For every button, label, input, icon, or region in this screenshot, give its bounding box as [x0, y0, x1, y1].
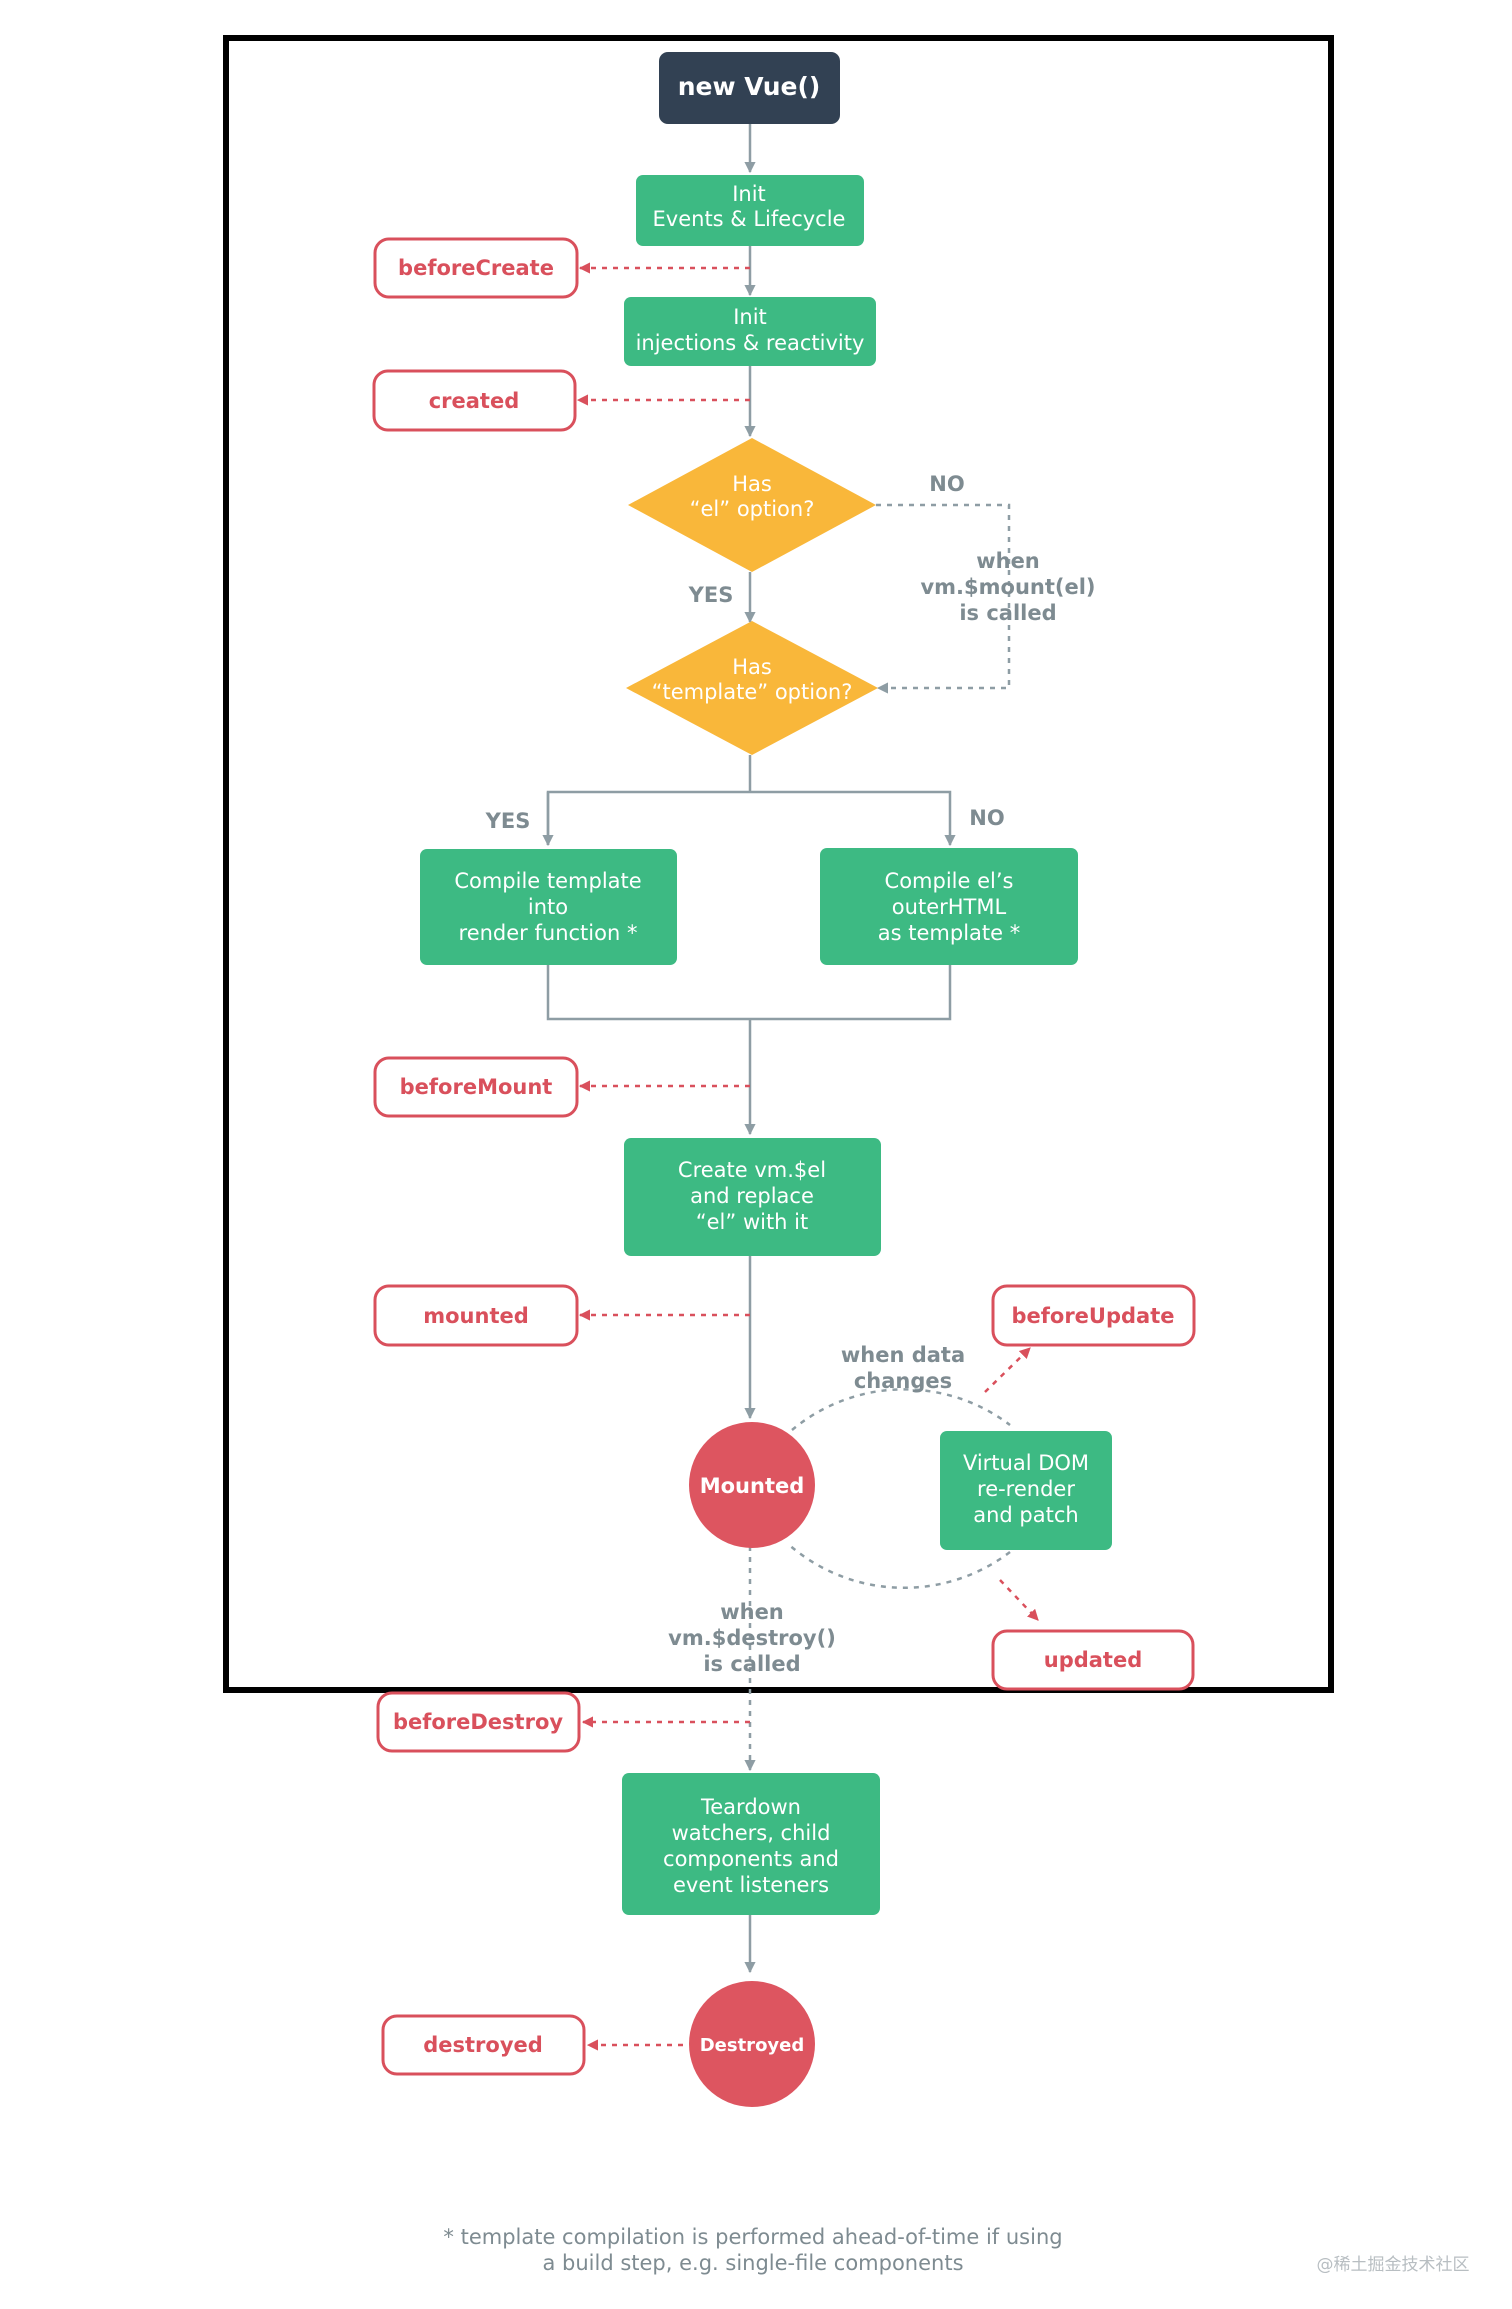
label-no-el: NO [929, 472, 964, 496]
teardown-line-4: event listeners [673, 1873, 829, 1897]
compile-template-line-2: into [528, 895, 568, 919]
label-yes-template: YES [485, 809, 531, 833]
hook-mounted: mounted [373, 1284, 579, 1347]
compile-el-line-1: Compile el’s [885, 869, 1014, 893]
label-destroy-call-2: vm.$destroy() [668, 1626, 836, 1650]
watermark: @稀土掘金技术社区 [1317, 2255, 1470, 2275]
mounted-state: Mounted [689, 1422, 815, 1548]
hook-connectors [576, 262, 1039, 2051]
create-el-line-3: “el” with it [696, 1210, 809, 1234]
destroyed-state: Destroyed [689, 1981, 815, 2107]
virtual-dom-node: Virtual DOM re-render and patch [940, 1431, 1112, 1550]
has-el-line-2: “el” option? [690, 497, 815, 521]
compile-el-line-3: as template * [878, 921, 1020, 945]
create-el-line-1: Create vm.$el [678, 1158, 826, 1182]
label-mount-call-2: vm.$mount(el) [920, 575, 1095, 599]
label-yes-el: YES [688, 583, 734, 607]
compile-el-line-2: outerHTML [892, 895, 1007, 919]
hook-updated: updated [991, 1629, 1195, 1691]
flow-connectors [542, 124, 1011, 1974]
has-el-line-1: Has [732, 472, 772, 496]
label-data-changes-1: when data [841, 1343, 965, 1367]
virtual-dom-line-3: and patch [973, 1503, 1078, 1527]
init-injections-node: Init injections & reactivity [624, 297, 876, 366]
teardown-line-3: components and [663, 1847, 839, 1871]
hook-created-label: created [429, 389, 520, 413]
has-template-line-2: “template” option? [652, 680, 853, 704]
create-el-line-2: and replace [690, 1184, 814, 1208]
teardown-line-2: watchers, child [672, 1821, 831, 1845]
label-no-template: NO [969, 806, 1004, 830]
teardown-line-1: Teardown [700, 1795, 801, 1819]
init-injections-line-1: Init [733, 305, 767, 329]
compile-template-line-1: Compile template [454, 869, 641, 893]
has-el-decision: Has “el” option? [628, 438, 876, 572]
highlight-frame [223, 35, 1334, 1693]
label-data-changes-2: changes [854, 1369, 952, 1393]
init-events-node: Init Events & Lifecycle [636, 175, 864, 246]
compile-template-line-3: render function * [459, 921, 638, 945]
has-template-decision: Has “template” option? [626, 621, 878, 755]
start-node: new Vue() [659, 52, 840, 124]
virtual-dom-line-2: re-render [977, 1477, 1075, 1501]
label-destroy-call-1: when [720, 1600, 784, 1624]
compile-el-node: Compile el’s outerHTML as template * [820, 848, 1078, 965]
hook-before-create: beforeCreate [373, 237, 579, 299]
hook-before-create-label: beforeCreate [398, 256, 554, 280]
hook-destroyed: destroyed [381, 2014, 586, 2076]
hook-before-mount: beforeMount [373, 1056, 579, 1118]
hook-before-destroy: beforeDestroy [376, 1691, 581, 1753]
create-el-node: Create vm.$el and replace “el” with it [624, 1138, 881, 1256]
init-injections-line-2: injections & reactivity [636, 331, 865, 355]
has-template-line-1: Has [732, 655, 772, 679]
label-mount-call-1: when [976, 549, 1040, 573]
init-events-line-1: Init [732, 182, 766, 206]
teardown-node: Teardown watchers, child components and … [622, 1773, 880, 1915]
start-node-label: new Vue() [678, 72, 821, 101]
hook-before-destroy-label: beforeDestroy [393, 1710, 563, 1734]
hook-before-mount-label: beforeMount [400, 1075, 553, 1099]
init-events-line-2: Events & Lifecycle [653, 207, 846, 231]
label-mount-call-3: is called [959, 601, 1056, 625]
hook-before-update: beforeUpdate [991, 1284, 1196, 1347]
compile-template-node: Compile template into render function * [420, 849, 677, 965]
footnote-line-2: a build step, e.g. single-file component… [542, 2251, 963, 2275]
footnote-line-1: * template compilation is performed ahea… [443, 2225, 1062, 2249]
virtual-dom-line-1: Virtual DOM [963, 1451, 1089, 1475]
hook-created: created [372, 369, 577, 432]
hook-before-update-label: beforeUpdate [1011, 1304, 1174, 1328]
destroyed-state-label: Destroyed [700, 2035, 805, 2056]
hook-destroyed-label: destroyed [423, 2033, 543, 2057]
label-destroy-call-3: is called [703, 1652, 800, 1676]
hook-mounted-label: mounted [423, 1304, 529, 1328]
mounted-state-label: Mounted [700, 1474, 805, 1498]
hook-updated-label: updated [1044, 1648, 1143, 1672]
